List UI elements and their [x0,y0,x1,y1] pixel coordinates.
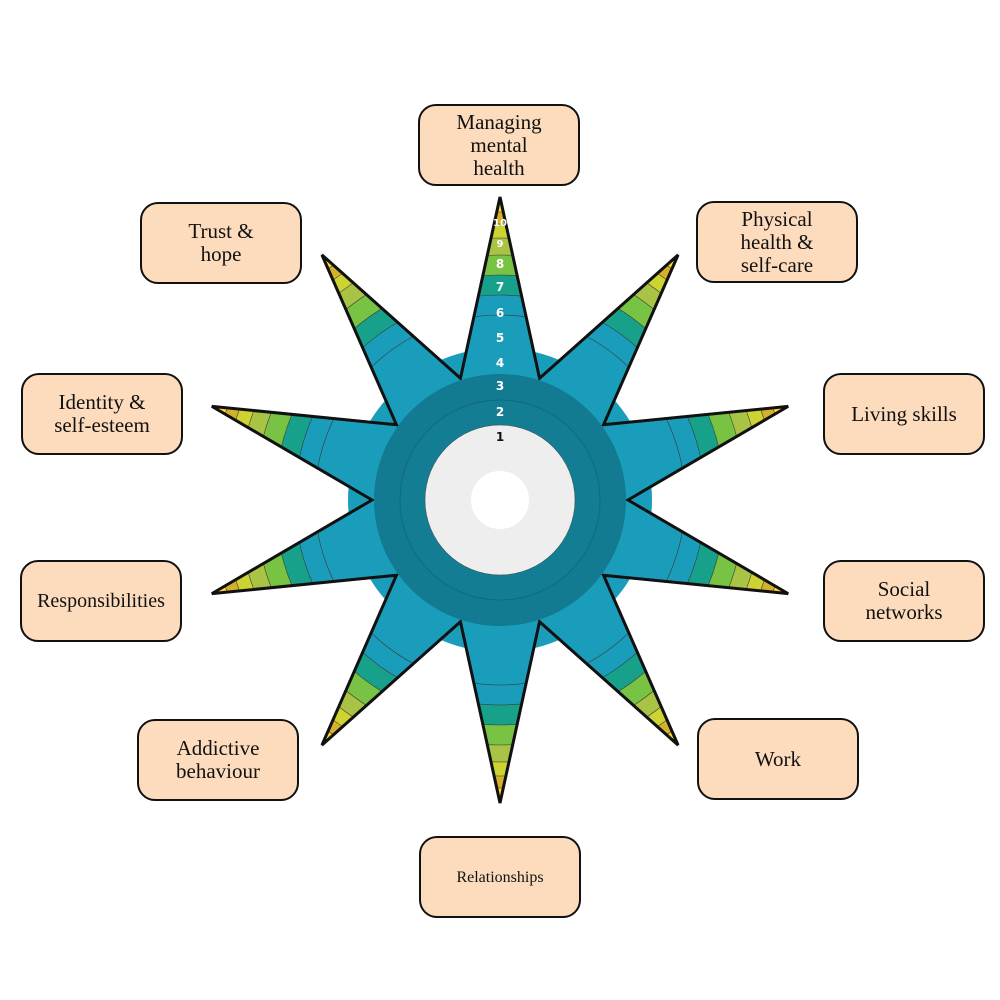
label-addictive-behaviour[interactable]: Addictive behaviour [137,719,299,801]
scale-number-1: 1 [496,430,504,444]
arm-band [460,211,540,500]
arm-band [460,274,540,500]
scale-number-10: 10 [493,218,507,229]
scale-number-9: 9 [497,239,504,250]
scale-number-6: 6 [496,306,504,320]
scale-numbers: 1 2 3 4 5 6 7 8 9 10 [493,218,507,444]
label-work[interactable]: Work [697,718,859,800]
scale-number-4: 4 [496,356,504,370]
arm-band [460,294,540,500]
label-living-skills[interactable]: Living skills [823,373,985,455]
label-physical-health-self-care[interactable]: Physical health & self-care [696,201,858,283]
scale-number-7: 7 [496,280,504,294]
arm-band [460,500,540,686]
arm-band [460,254,540,500]
label-relationships[interactable]: Relationships [419,836,581,918]
arm-band [460,237,540,500]
inner-circles [374,374,626,626]
label-responsibilities[interactable]: Responsibilities [20,560,182,642]
arm-band [460,500,540,789]
star-outline-path [211,196,789,804]
center-hole [471,471,529,529]
label-trust-hope[interactable]: Trust & hope [140,202,302,284]
star-outline [211,196,789,804]
label-social-networks[interactable]: Social networks [823,560,985,642]
scale-number-2: 2 [496,405,504,419]
arm-band [460,500,540,706]
label-identity-self-esteem[interactable]: Identity & self-esteem [21,373,183,455]
label-managing-mental-health[interactable]: Managing mental health [418,104,580,186]
arm-band [460,500,540,726]
arm-band [460,500,540,746]
arm-band [460,500,540,777]
arm-band [460,500,540,763]
scale-number-3: 3 [496,379,504,393]
arm-band [460,223,540,500]
scale-number-8: 8 [496,257,504,271]
arm-band [460,314,540,500]
scale-number-5: 5 [496,331,504,345]
